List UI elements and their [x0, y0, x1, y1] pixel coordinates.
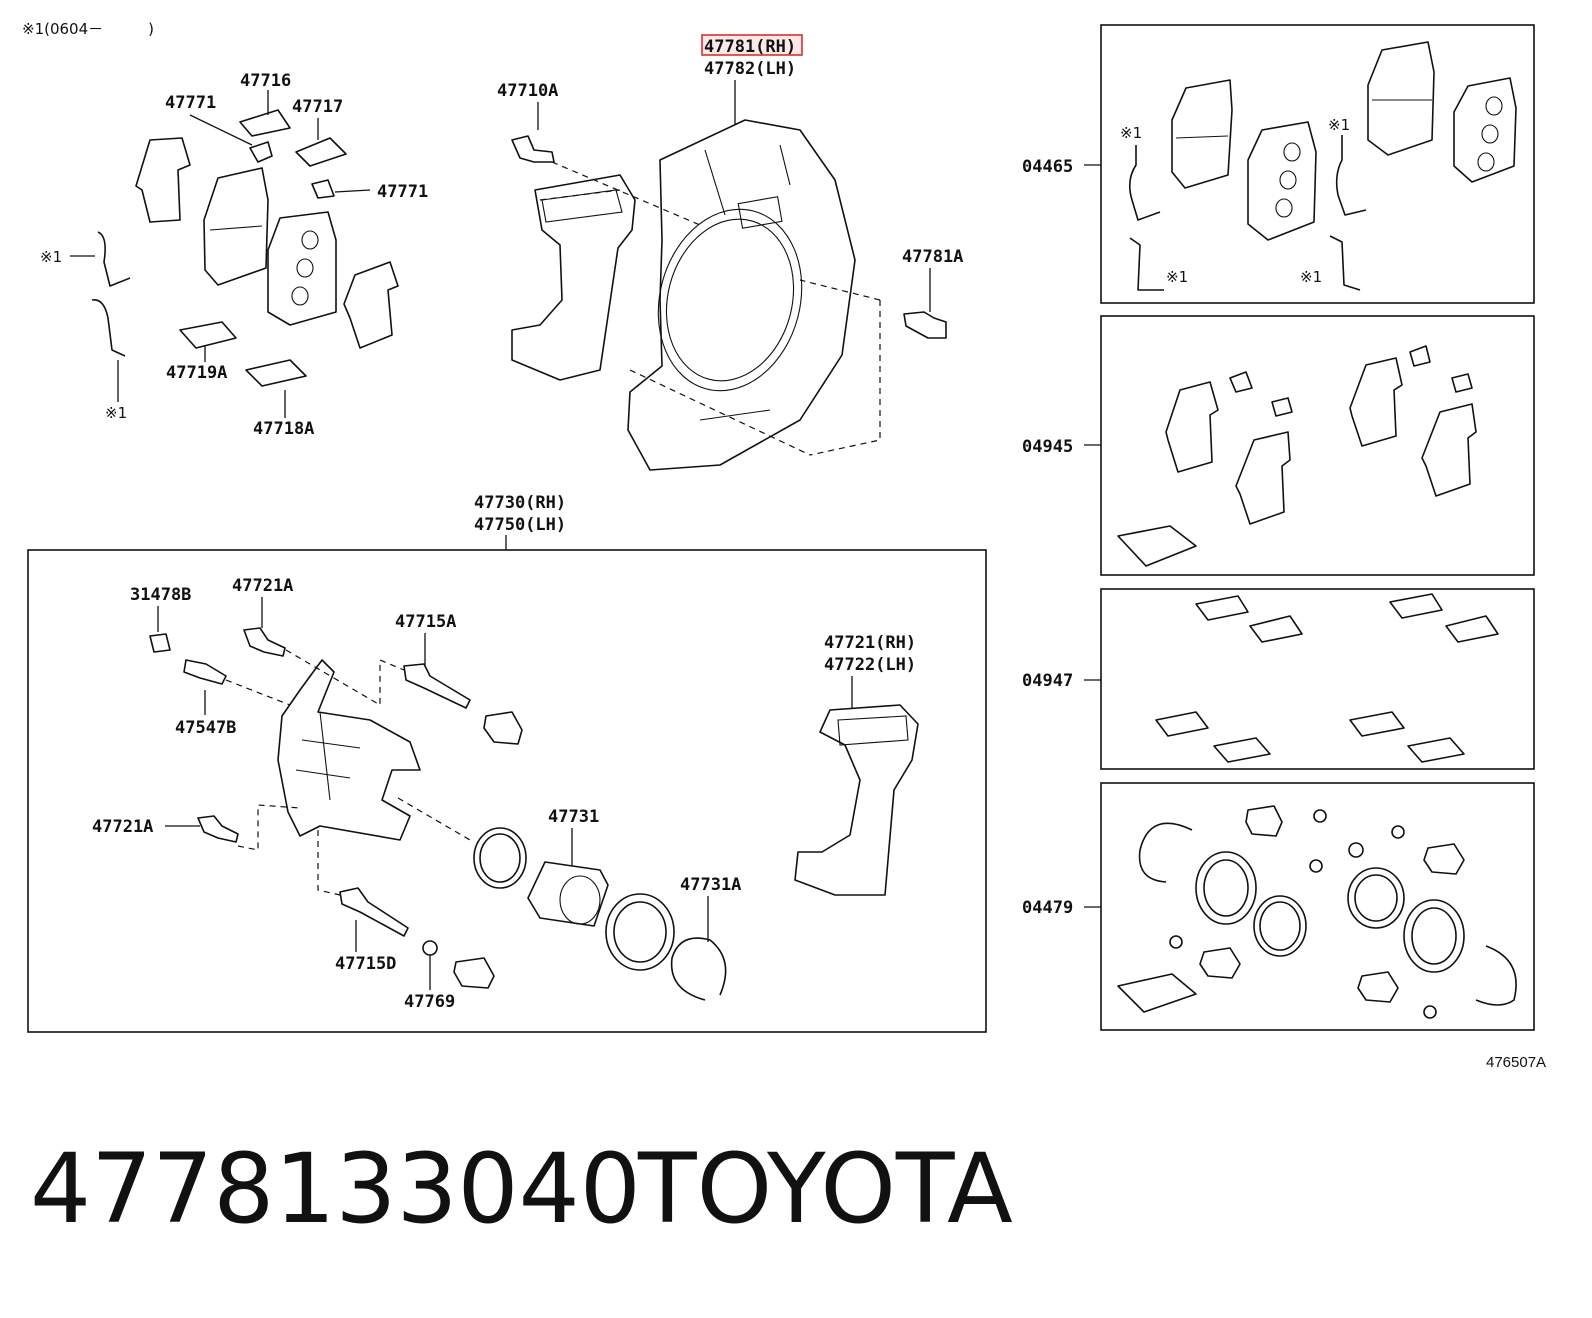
- brand-name: TOYOTA: [637, 1133, 1013, 1245]
- label-31478B[interactable]: 31478B: [130, 585, 191, 605]
- label-47769[interactable]: 47769: [404, 992, 455, 1012]
- kit-04947: 04947: [1022, 588, 1535, 770]
- kit-mark-2: ※1: [1166, 268, 1188, 286]
- label-47781A[interactable]: 47781A: [902, 247, 963, 267]
- label-47771-a[interactable]: 47771: [165, 93, 216, 113]
- pad-group-upper-left: 47716 47771 47717 47771 47719A 47718A ※1…: [40, 71, 428, 439]
- dust-cover-group: 47781(RH) 47782(LH) 47710A 47781A: [497, 34, 963, 471]
- caliper-box: [27, 549, 987, 1033]
- caliper-assembly: 47730(RH) 47750(LH) 31478B 47721A 47715A…: [27, 493, 987, 1033]
- label-47782-lh[interactable]: 47782(LH): [704, 59, 796, 79]
- label-47781-rh[interactable]: 47781(RH): [704, 37, 796, 57]
- label-47730-rh[interactable]: 47730(RH): [474, 493, 566, 513]
- kit-mark-3: ※1: [1328, 116, 1350, 134]
- label-mark-1a: ※1: [40, 248, 62, 266]
- label-47719A[interactable]: 47719A: [166, 363, 227, 383]
- label-47721-rh[interactable]: 47721(RH): [824, 633, 916, 653]
- highlight-47781: [701, 34, 803, 56]
- label-47750-lh[interactable]: 47750(LH): [474, 515, 566, 535]
- label-47715D[interactable]: 47715D: [335, 954, 396, 974]
- label-47715A[interactable]: 47715A: [395, 612, 456, 632]
- kit-04947-label[interactable]: 04947: [1022, 671, 1073, 691]
- label-47731A[interactable]: 47731A: [680, 875, 741, 895]
- kit-04465-label[interactable]: 04465: [1022, 157, 1073, 177]
- note-range: ※1(0604－ ): [22, 20, 154, 38]
- kit-04465-box: [1100, 24, 1535, 304]
- kit-04945-label[interactable]: 04945: [1022, 437, 1073, 457]
- label-mark-1b: ※1: [105, 404, 127, 422]
- kit-04479-box: [1100, 782, 1535, 1031]
- label-47710A[interactable]: 47710A: [497, 81, 558, 101]
- kit-04479-label[interactable]: 04479: [1022, 898, 1073, 918]
- label-47717[interactable]: 47717: [292, 97, 343, 117]
- label-47771-b[interactable]: 47771: [377, 182, 428, 202]
- kit-04945: 04945: [1022, 315, 1535, 576]
- kit-04465: 04465 ※1 ※1 ※1 ※1: [1022, 24, 1535, 304]
- label-47721A-b[interactable]: 47721A: [92, 817, 153, 837]
- label-47716[interactable]: 47716: [240, 71, 291, 91]
- kit-mark-4: ※1: [1300, 268, 1322, 286]
- kit-mark-1: ※1: [1120, 124, 1142, 142]
- kit-04479: 04479: [1022, 782, 1535, 1031]
- kit-04947-box: [1100, 588, 1535, 770]
- label-47722-lh[interactable]: 47722(LH): [824, 655, 916, 675]
- label-47731[interactable]: 47731: [548, 807, 599, 827]
- ref-code: 476507A: [1486, 1054, 1546, 1071]
- label-47547B[interactable]: 47547B: [175, 718, 236, 738]
- part-number: 4778133040: [30, 1133, 641, 1245]
- label-47718A[interactable]: 47718A: [253, 419, 314, 439]
- label-47721A-a[interactable]: 47721A: [232, 576, 293, 596]
